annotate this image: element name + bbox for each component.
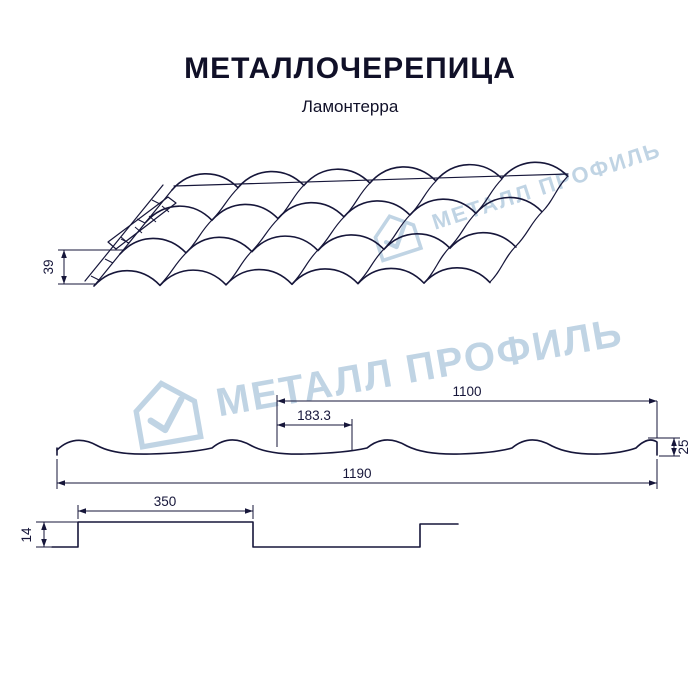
profile-section-drawing: 1100 183.3 25 1190 [56,384,691,489]
sheet-top-edge [173,173,569,187]
edge-hatching [90,199,161,281]
tile-row-wave [145,196,543,223]
dim-350-label: 350 [154,494,177,509]
dim-1190-label: 1190 [342,466,371,481]
watermark: МЕТАЛЛ ПРОФИЛЬ [124,296,630,456]
dim-1100-label: 1100 [452,384,481,399]
step-profile-line [51,521,459,548]
profile-curve [56,439,658,456]
tile-step-lines [159,175,569,286]
page-subtitle: Ламонтерра [301,97,399,116]
page-title: МЕТАЛЛОЧЕРЕПИЦА [184,52,516,85]
dimension-39: 39 [41,249,123,285]
barge-strip [107,196,177,250]
dim-25-label: 25 [676,439,691,454]
metall-profil-logo-icon [133,380,204,450]
dimension-1190: 1190 [56,459,658,489]
dim-39-label: 39 [41,259,56,274]
dimension-25: 25 [648,437,691,457]
dimension-14: 14 [19,521,78,548]
module-step-drawing: 350 14 [19,494,459,548]
dim-183-label: 183.3 [297,408,331,423]
barge-hatching [120,205,170,244]
sheet-left-edge [84,184,173,287]
dimension-1100: 1100 [276,384,658,447]
perspective-view-drawing: 39 [41,161,569,287]
dim-14-label: 14 [19,527,34,543]
dimension-350: 350 [77,494,254,519]
dimension-183: 183.3 [277,408,353,450]
